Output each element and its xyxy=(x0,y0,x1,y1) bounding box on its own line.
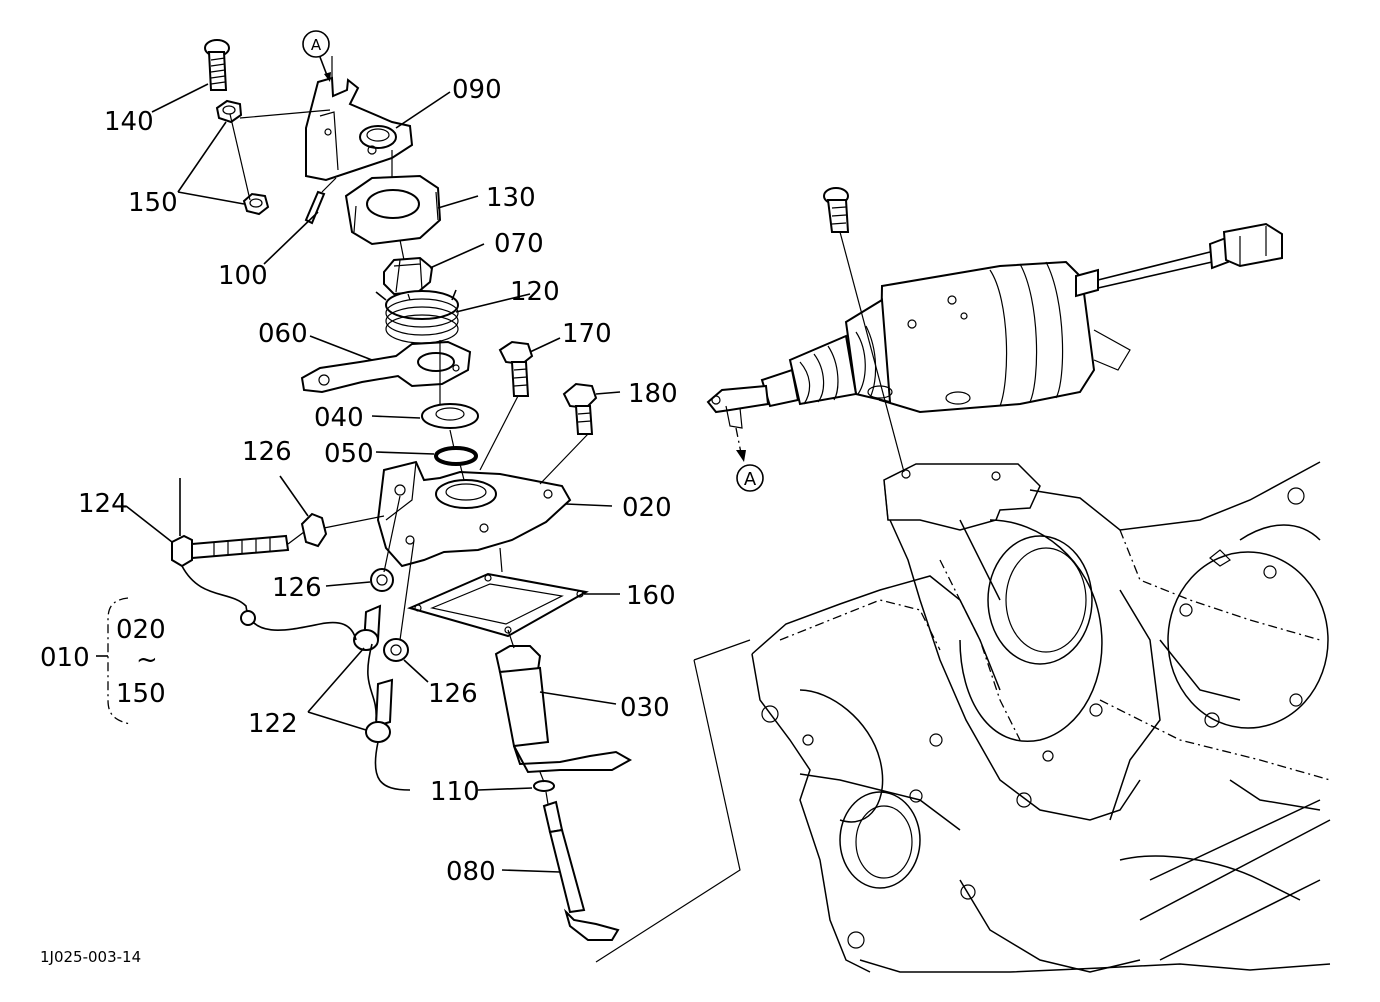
label-110: 110 xyxy=(430,777,480,807)
label-120: 120 xyxy=(510,277,560,307)
label-140: 140 xyxy=(104,107,154,137)
stop-solenoid xyxy=(706,187,1283,429)
nut-126-a xyxy=(300,512,328,548)
clip-110 xyxy=(533,780,555,792)
svg-text:A: A xyxy=(744,469,757,490)
bracket-090 xyxy=(305,76,414,182)
frame-line xyxy=(595,639,751,963)
bolt-140 xyxy=(204,39,230,91)
shaft-030 xyxy=(494,645,633,774)
label-126-top: 126 xyxy=(242,437,292,467)
stud-122 xyxy=(353,604,394,743)
label-160: 160 xyxy=(626,581,676,611)
assembly-bracket xyxy=(96,597,131,725)
engine-block xyxy=(751,461,1331,973)
ref-a-right: A xyxy=(735,427,764,492)
bolt-180 xyxy=(562,382,598,435)
nut-150 xyxy=(215,99,270,216)
label-range-end: 150 xyxy=(116,679,166,709)
label-124: 124 xyxy=(78,489,128,519)
label-126-low: 126 xyxy=(428,679,478,709)
center-lines xyxy=(229,56,589,805)
label-range-tilde: ~ xyxy=(136,645,158,675)
housing-020 xyxy=(376,460,572,568)
label-126-mid: 126 xyxy=(272,573,322,603)
lever-060 xyxy=(300,340,472,394)
label-130: 130 xyxy=(486,183,536,213)
label-070: 070 xyxy=(494,229,544,259)
label-170: 170 xyxy=(562,319,612,349)
washer-040 xyxy=(421,403,479,429)
label-150: 150 xyxy=(128,188,178,218)
part-labels: 140 150 100 090 130 070 120 060 170 180 … xyxy=(40,75,678,966)
washer-126-b xyxy=(370,568,394,592)
shaft-080 xyxy=(542,800,620,941)
label-050: 050 xyxy=(324,439,374,469)
label-090: 090 xyxy=(452,75,502,105)
label-080: 080 xyxy=(446,857,496,887)
collar-130 xyxy=(344,174,442,246)
seal-wire xyxy=(181,565,411,791)
label-assembly-010: 010 xyxy=(40,643,90,673)
bolt-124 xyxy=(171,478,290,568)
label-040: 040 xyxy=(314,403,364,433)
label-020: 020 xyxy=(622,493,672,523)
drawing-code: 1J025-003-14 xyxy=(40,948,141,966)
label-range-start: 020 xyxy=(116,615,166,645)
oring-050 xyxy=(434,446,478,466)
gasket-160 xyxy=(407,572,589,638)
nut-070 xyxy=(383,256,434,296)
svg-text:A: A xyxy=(311,36,322,54)
label-100: 100 xyxy=(218,261,268,291)
label-060: 060 xyxy=(258,319,308,349)
label-030: 030 xyxy=(620,693,670,723)
washer-126-c xyxy=(383,638,409,662)
label-180: 180 xyxy=(628,379,678,409)
pin-100 xyxy=(304,190,326,225)
leader-lines xyxy=(125,83,621,873)
label-122: 122 xyxy=(248,709,298,739)
bolt-170 xyxy=(498,340,534,397)
spring-120 xyxy=(375,289,459,344)
ref-a-top: A xyxy=(302,30,331,82)
